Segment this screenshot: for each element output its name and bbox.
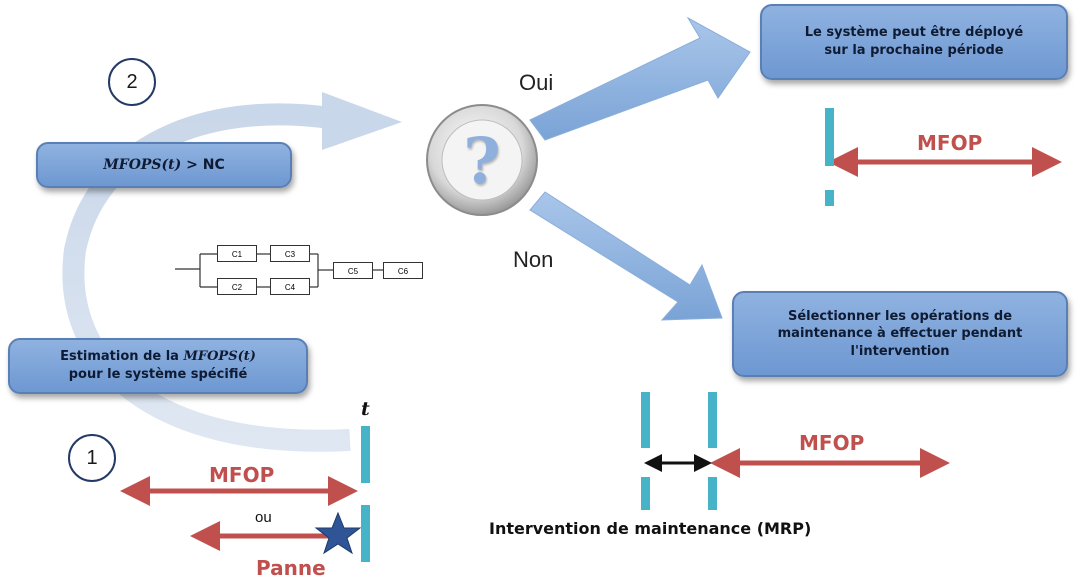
step-one-circle: 1 (68, 434, 116, 482)
condition-suffix: > NC (181, 156, 225, 173)
yes-label: Oui (519, 70, 554, 95)
select-line1: Sélectionner les opérations de (787, 308, 1013, 324)
deploy-line2: sur la prochaine période (824, 43, 1004, 58)
step-one-label: 1 (86, 446, 98, 469)
or-label: ou (255, 509, 272, 526)
mfop-label-left: MFOP (209, 463, 275, 487)
select-line3: l'intervention (850, 343, 950, 359)
rbd-c2: C2 (217, 278, 257, 295)
time-bar-upper (361, 426, 370, 483)
rbd-c5: C5 (333, 262, 373, 279)
condition-box: MFOPS(t) > NC (36, 142, 292, 188)
deploy-line1: Le système peut être déployé (804, 25, 1024, 41)
step-two-label: 2 (126, 70, 138, 93)
failure-star-icon (314, 511, 362, 555)
rbd-lines (175, 253, 383, 288)
mfop-label-right-bottom: MFOP (799, 431, 865, 455)
condition-formula: MFOPS(t) (103, 156, 182, 173)
deploy-bar-upper (825, 108, 834, 166)
deploy-bar-lower (825, 190, 834, 206)
failure-label: Panne (256, 556, 326, 580)
estimation-box: Estimation de la MFOPS(t) pour le systèm… (8, 338, 308, 394)
rbd-c6: C6 (383, 262, 423, 279)
rbd-c4: C4 (270, 278, 310, 295)
estimation-formula: MFOPS(t) (183, 349, 256, 365)
deploy-box: Le système peut être déployé sur la proc… (760, 4, 1068, 80)
rbd-c3: C3 (270, 245, 310, 262)
question-mark-icon: ? (463, 124, 501, 199)
intervention-bar-left-lower (641, 477, 650, 510)
estimation-prefix: Estimation de la (60, 349, 184, 365)
no-label: Non (513, 247, 554, 272)
no-arrow (529, 191, 723, 321)
intervention-bar-left-upper (641, 392, 650, 448)
rbd-c1: C1 (217, 245, 257, 262)
select-operations-box: Sélectionner les opérations de maintenan… (732, 291, 1068, 377)
estimation-line2: pour le système spécifié (68, 367, 248, 382)
time-label: t (361, 398, 370, 420)
intervention-bar-right-lower (708, 477, 717, 510)
cycle-arc (62, 92, 402, 452)
select-line2: maintenance à effectuer pendant (777, 326, 1023, 342)
time-bar-lower (361, 505, 370, 562)
intervention-bar-right-upper (708, 392, 717, 448)
mfop-label-right-top: MFOP (917, 131, 983, 155)
maintenance-caption: Intervention de maintenance (MRP) (489, 519, 812, 538)
question-disc (426, 104, 538, 216)
step-two-circle: 2 (108, 58, 156, 106)
yes-arrow (529, 16, 751, 141)
